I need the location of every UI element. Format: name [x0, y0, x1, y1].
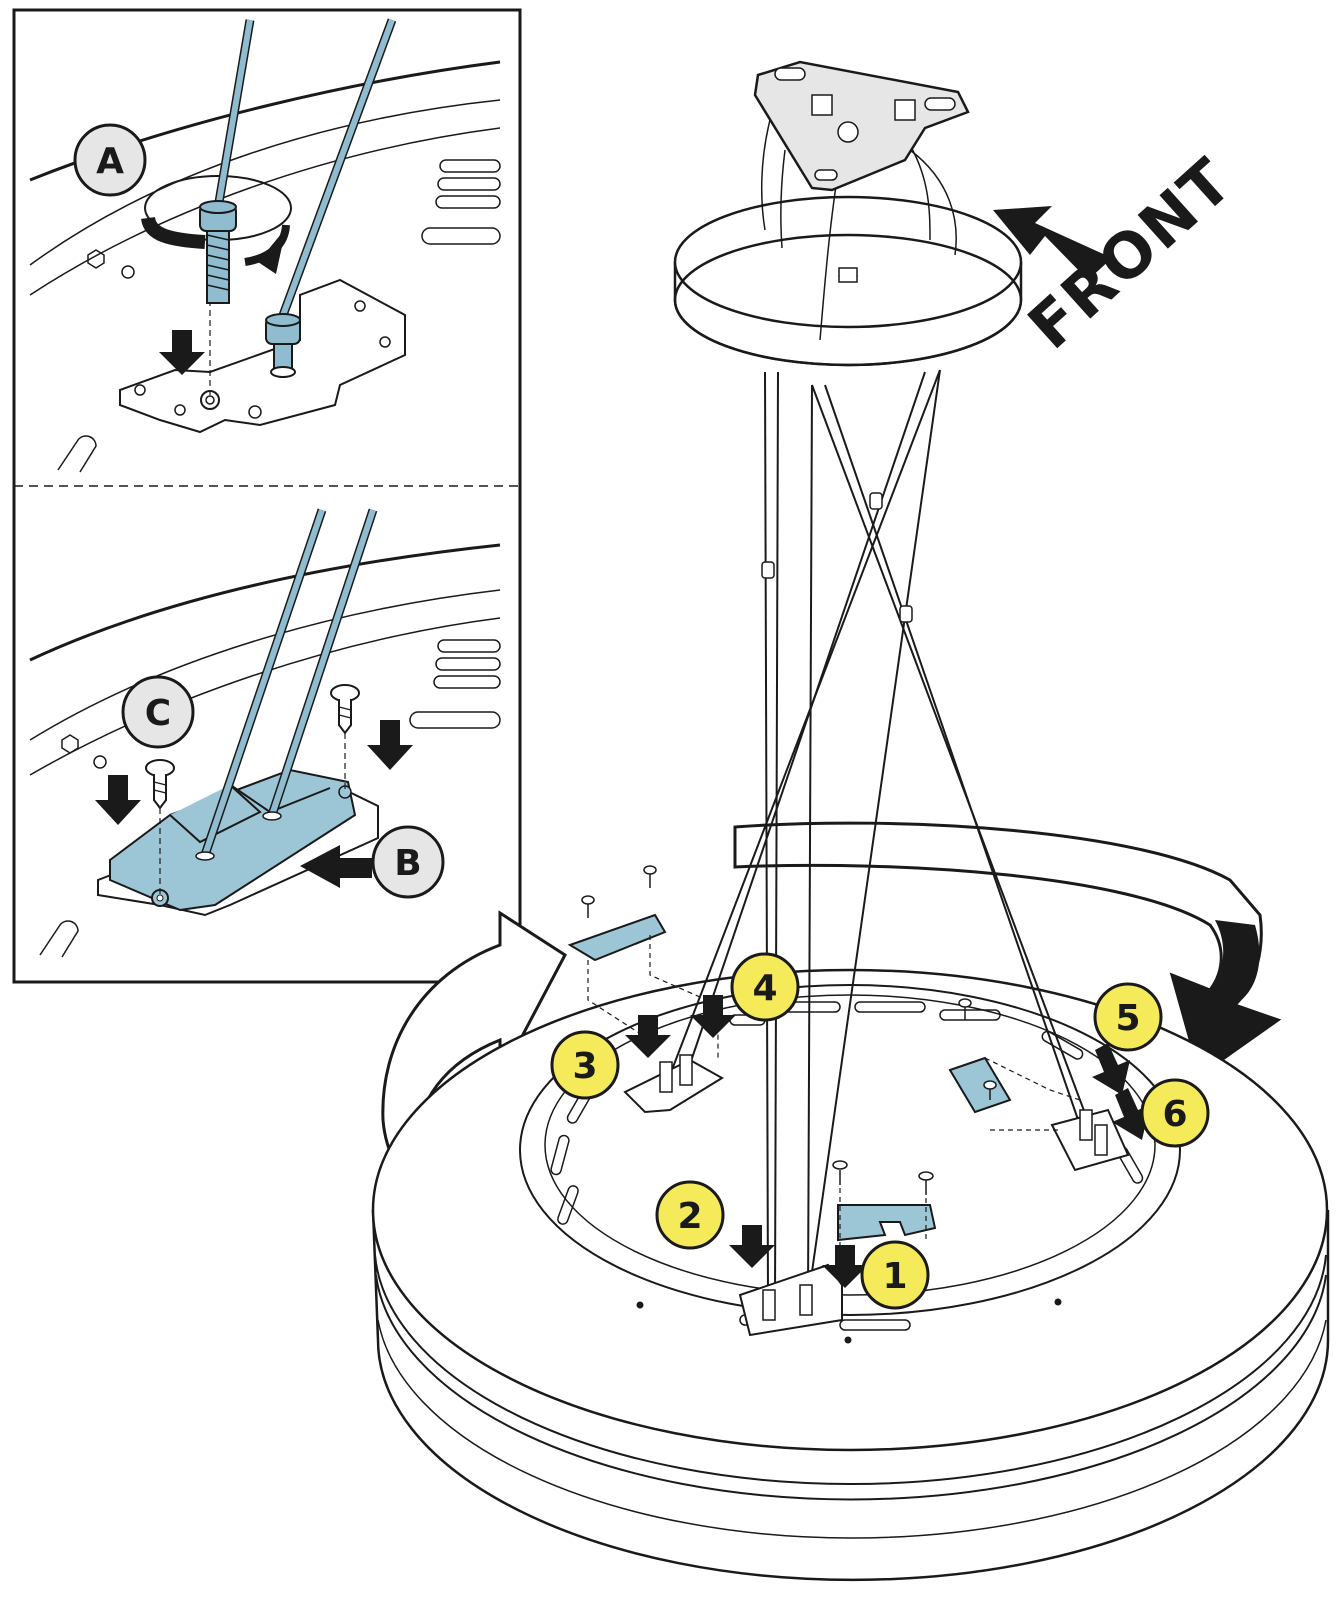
front-arrow: [993, 206, 1112, 280]
mounting-bracket: [753, 60, 970, 341]
label-c-badge: C: [121, 675, 195, 749]
step-1-label: 1: [882, 1256, 907, 1297]
front-indicator: FRONT: [993, 144, 1247, 364]
down-arrow-right: [367, 720, 413, 770]
label-b-badge: B: [371, 825, 445, 899]
suspension-cables: [669, 369, 1096, 1301]
cables-bottom: [195, 508, 378, 861]
threaded-stud: [206, 224, 230, 304]
cables-top: [199, 18, 397, 378]
step-badge-5: 5: [1093, 982, 1163, 1052]
screw-left: [145, 759, 175, 895]
front-label: FRONT: [1014, 144, 1246, 364]
station-front: [729, 1160, 937, 1337]
label-a: A: [96, 141, 124, 182]
step-badge-3: 3: [550, 1030, 620, 1100]
station-left: [567, 865, 736, 1114]
ceiling-canopy: [673, 195, 1023, 367]
rotation-arrow-right: [733, 821, 1282, 1078]
step-6-label: 6: [1162, 1094, 1187, 1135]
push-arrow-b: [300, 845, 372, 888]
screw-right: [330, 684, 360, 790]
step-5-label: 5: [1115, 998, 1140, 1039]
label-c: C: [145, 693, 171, 734]
step-badge-6: 6: [1140, 1078, 1210, 1148]
vent-slots-lower: [409, 639, 501, 729]
step-badge-4: 4: [730, 952, 800, 1022]
label-b: B: [394, 843, 421, 884]
cable-ferrules: [761, 492, 913, 623]
down-arrow-left: [95, 775, 141, 825]
step-4-label: 4: [752, 968, 777, 1009]
step-badge-2: 2: [655, 1180, 725, 1250]
station-right: [948, 998, 1150, 1172]
step-3-label: 3: [572, 1046, 597, 1087]
detail-inset: A: [12, 8, 522, 984]
label-a-badge: A: [73, 123, 147, 197]
detail-top: [29, 60, 501, 473]
step-2-label: 2: [677, 1196, 702, 1237]
step-badge-1: 1: [860, 1240, 930, 1310]
vent-slots: [421, 159, 501, 245]
arrows-bottom: [95, 720, 413, 888]
